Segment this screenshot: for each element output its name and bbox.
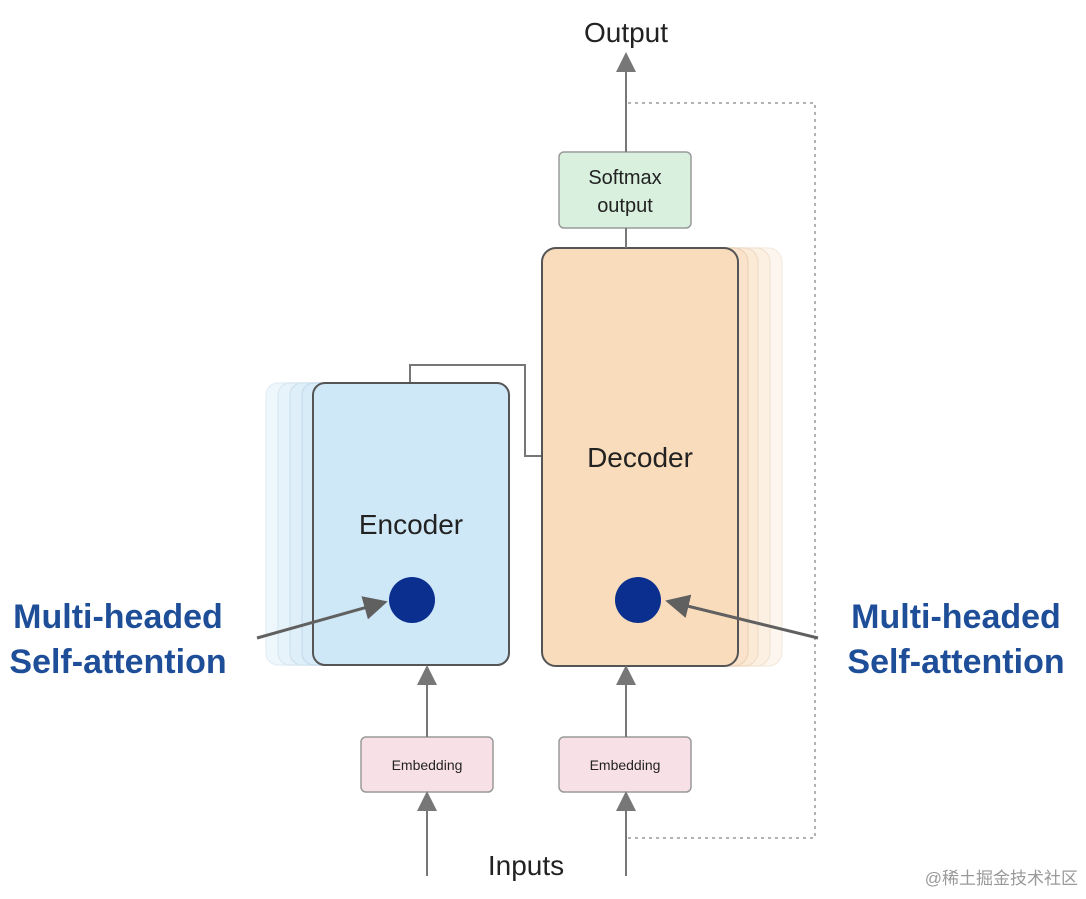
- right-callout-line1: Multi-headed: [851, 598, 1061, 636]
- decoder-embedding-label: Embedding: [590, 757, 661, 773]
- encoder-embedding-label: Embedding: [392, 757, 463, 773]
- encoder-attention-dot: [389, 577, 435, 623]
- left-callout-line2: Self-attention: [9, 643, 226, 681]
- decoder-attention-dot: [615, 577, 661, 623]
- encoder-label: Encoder: [359, 509, 463, 540]
- softmax-label-line1: Softmax: [588, 167, 661, 189]
- watermark-text: @稀土掘金技术社区: [925, 869, 1078, 888]
- output-label: Output: [584, 17, 668, 48]
- softmax-label-line2: output: [597, 195, 653, 217]
- decoder-box: [541, 247, 739, 667]
- left-callout-pointer: [256, 596, 388, 640]
- feedback-dotted-loop: [628, 102, 816, 839]
- encoder-decoder-connector: [409, 364, 542, 457]
- left-callout-line1: Multi-headed: [13, 598, 223, 636]
- encoder-box: [312, 382, 510, 666]
- decoder-label: Decoder: [587, 442, 693, 473]
- right-callout-pointer: [665, 594, 819, 640]
- inputs-label: Inputs: [488, 850, 564, 881]
- right-callout-line2: Self-attention: [847, 643, 1064, 681]
